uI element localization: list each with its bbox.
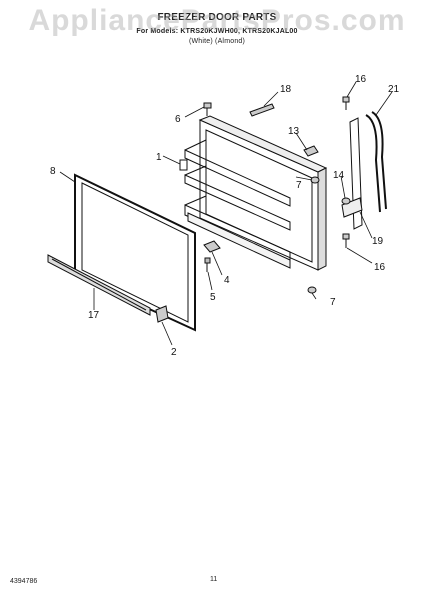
- callout-5: 5: [210, 292, 216, 303]
- door-plug-upper: [310, 176, 320, 184]
- screw-16-upper: [342, 96, 350, 110]
- hinge-pin: [155, 305, 169, 323]
- callout-4: 4: [224, 275, 230, 286]
- callout-7-lower: 7: [330, 297, 336, 308]
- callout-16-lower: 16: [374, 262, 386, 273]
- color-codes: (White) (Almond): [188, 38, 246, 45]
- screw-6: [203, 102, 212, 116]
- callout-8: 8: [50, 166, 56, 177]
- spacer: [341, 197, 351, 205]
- diagram-title: FREEZER DOOR PARTS: [157, 12, 277, 23]
- door-plug-lower: [307, 286, 317, 294]
- handle-bracket: [341, 117, 363, 230]
- callout-21: 21: [388, 84, 400, 95]
- callout-16-upper: 16: [355, 74, 367, 85]
- leader-lines: [59, 81, 393, 346]
- callout-1: 1: [156, 152, 162, 163]
- document-number: 4394786: [10, 578, 38, 585]
- screw-5: [204, 257, 211, 272]
- callout-14: 14: [333, 170, 345, 181]
- door-gasket: [74, 173, 196, 332]
- bushing: [303, 145, 319, 157]
- watermark: AppliancePartsPros.com: [28, 4, 406, 37]
- door-handle: [365, 111, 387, 213]
- callout-19: 19: [372, 236, 384, 247]
- callout-2: 2: [171, 347, 177, 358]
- screw-16-lower: [342, 233, 350, 248]
- gasket-strip: [47, 254, 151, 316]
- hinge-bracket: [203, 240, 221, 253]
- freezer-door: [184, 115, 328, 271]
- model-numbers: For Models: KTRS20KJWH00, KTRS20KJAL00: [136, 28, 298, 35]
- callout-13: 13: [288, 126, 300, 137]
- page-number: 11: [210, 576, 218, 583]
- callout-7-upper: 7: [296, 180, 302, 191]
- trim-piece: [249, 103, 275, 117]
- callout-6: 6: [175, 114, 181, 125]
- door-stop: [179, 159, 188, 171]
- callout-17: 17: [88, 310, 100, 321]
- callouts: 1 2 4 5 6 7 7 8 13 14 16 16 17 18 19 21: [50, 74, 400, 358]
- callout-18: 18: [280, 84, 292, 95]
